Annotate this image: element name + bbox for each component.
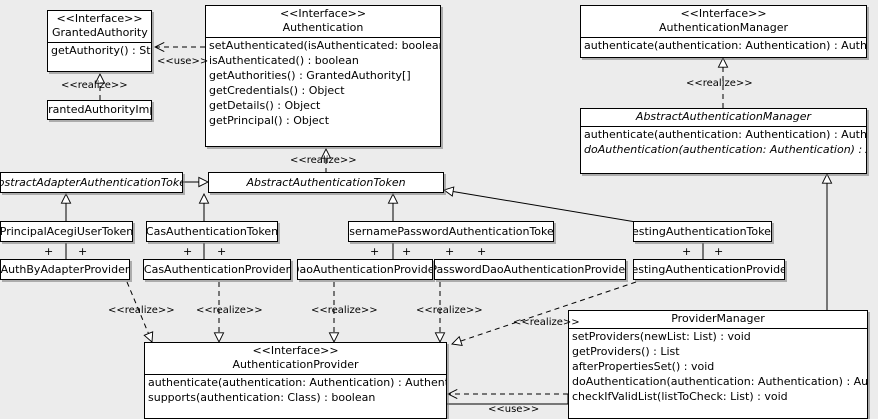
association-plus: +	[370, 245, 380, 258]
association-plus: +	[402, 245, 412, 258]
authentication-provider-operations: authenticate(authentication: Authenticat…	[145, 375, 446, 405]
abstract-authentication-manager-header: AbstractAuthenticationManager	[581, 109, 866, 126]
authentication-header: <<Interface>> Authentication	[206, 6, 440, 37]
dao-authentication-provider-name: DaoAuthenticationProvider	[297, 262, 433, 276]
authentication-operations: setAuthenticated(isAuthenticated: boolea…	[206, 38, 440, 128]
authentication-manager-stereotype: <<Interface>>	[680, 7, 767, 20]
abstract-adapter-authentication-token-name: AbstractAdapterAuthenticationToken	[0, 175, 183, 189]
class-authentication-provider[interactable]: <<Interface>> AuthenticationProvider aut…	[144, 342, 447, 419]
edge-label-realize-granted-authority-impl: <<realize>>	[61, 80, 128, 91]
operation: setAuthenticated(isAuthenticated: boolea…	[209, 39, 440, 52]
class-username-password-authentication-token[interactable]: UsernamePasswordAuthenticationToken	[348, 221, 554, 242]
testing-authentication-provider-name: TestingAuthenticationProvider	[633, 262, 785, 276]
operation: authenticate(authentication: Authenticat…	[584, 128, 867, 141]
association-plus: +	[217, 245, 227, 258]
class-granted-authority[interactable]: <<Interface>> GrantedAuthority getAuthor…	[47, 10, 152, 72]
granted-authority-impl-name: GrantedAuthorityImpl	[48, 103, 151, 116]
authentication-manager-header: <<Interface>> AuthenticationManager	[581, 6, 866, 37]
operation: getCredentials() : Object	[209, 84, 345, 97]
operation: checkIfValidList(listToCheck: List) : vo…	[572, 390, 788, 403]
granted-authority-name: GrantedAuthority	[52, 26, 148, 39]
edge-label-realize-password-dao-provider: <<realize>>	[416, 305, 483, 316]
association-plus: +	[445, 245, 455, 258]
provider-manager-header: ProviderManager	[569, 311, 867, 328]
cas-authentication-provider-name: CasAuthenticationProvider	[143, 262, 291, 276]
operation: afterPropertiesSet() : void	[572, 360, 715, 373]
authentication-provider-header: <<Interface>> AuthenticationProvider	[145, 343, 446, 374]
abstract-authentication-token-name: AbstractAuthenticationToken	[246, 175, 406, 189]
testing-authentication-token-name: TestingAuthenticationToken	[633, 224, 772, 238]
edge-label-realize-dao-provider: <<realize>>	[311, 305, 378, 316]
abstract-authentication-manager-separator	[581, 126, 866, 127]
edge-label-use-granted-authority: <<use>>	[157, 56, 209, 67]
class-cas-authentication-provider[interactable]: CasAuthenticationProvider	[143, 259, 291, 280]
class-testing-authentication-provider[interactable]: TestingAuthenticationProvider	[633, 259, 785, 280]
class-cas-authentication-token[interactable]: CasAuthenticationToken	[146, 221, 278, 242]
operation: doAuthentication(authentication: Authent…	[572, 375, 868, 388]
principal-acegi-user-token-name: PrincipalAcegiUserToken	[0, 224, 133, 238]
provider-manager-separator	[569, 328, 867, 329]
class-authentication-manager[interactable]: <<Interface>> AuthenticationManager auth…	[580, 5, 867, 58]
association-plus: +	[682, 245, 692, 258]
authentication-provider-stereotype: <<Interface>>	[252, 344, 339, 357]
edge-label-realize-authentication-manager: <<realize>>	[686, 78, 753, 89]
class-abstract-authentication-token[interactable]: AbstractAuthenticationToken	[208, 172, 444, 193]
authentication-provider-name: AuthenticationProvider	[232, 358, 359, 371]
edge-label-use-provider-manager: <<use>>	[488, 404, 540, 415]
operation: getAuthorities() : GrantedAuthority[]	[209, 69, 411, 82]
granted-authority-operations: getAuthority() : String	[48, 43, 151, 58]
authentication-provider-separator	[145, 374, 446, 375]
class-authentication[interactable]: <<Interface>> Authentication setAuthenti…	[205, 5, 441, 147]
abstract-authentication-manager-operations: authenticate(authentication: Authenticat…	[581, 127, 866, 157]
class-dao-authentication-provider[interactable]: DaoAuthenticationProvider	[297, 259, 433, 280]
authentication-separator	[206, 37, 440, 38]
operation: getAuthority() : String	[51, 44, 151, 57]
association-plus: +	[714, 245, 724, 258]
operation: authenticate(authentication: Authenticat…	[148, 376, 447, 389]
authentication-manager-operations: authenticate(authentication: Authenticat…	[581, 38, 866, 53]
operation: getProviders() : List	[572, 345, 680, 358]
username-password-authentication-token-name: UsernamePasswordAuthenticationToken	[348, 224, 554, 238]
operation: getDetails() : Object	[209, 99, 321, 112]
edge-label-realize-cas-provider: <<realize>>	[196, 305, 263, 316]
association-plus: +	[477, 245, 487, 258]
cas-authentication-token-name: CasAuthenticationToken	[146, 224, 278, 238]
class-auth-by-adapter-provider[interactable]: AuthByAdapterProvider	[0, 259, 130, 280]
edge-label-realize-provider-manager: <<realize>>	[513, 317, 580, 328]
operation: authenticate(authentication: Authenticat…	[584, 39, 867, 52]
provider-manager-name: ProviderManager	[671, 312, 765, 325]
operation: supports(authentication: Class) : boolea…	[148, 391, 376, 404]
class-provider-manager[interactable]: ProviderManager setProviders(newList: Li…	[568, 310, 868, 419]
edge-label-realize-auth-by-adapter: <<realize>>	[108, 305, 175, 316]
operation: isAuthenticated() : boolean	[209, 54, 359, 67]
authentication-stereotype: <<Interface>>	[279, 7, 367, 20]
class-abstract-adapter-authentication-token[interactable]: AbstractAdapterAuthenticationToken	[0, 172, 183, 193]
class-granted-authority-impl[interactable]: GrantedAuthorityImpl	[47, 100, 152, 120]
edge-label-realize-authentication-token: <<realize>>	[290, 155, 357, 166]
granted-authority-separator	[48, 42, 151, 43]
operation: setProviders(newList: List) : void	[572, 330, 751, 343]
authentication-manager-separator	[581, 37, 866, 38]
operation: getPrincipal() : Object	[209, 114, 330, 127]
granted-authority-stereotype: <<Interface>>	[56, 12, 143, 25]
class-password-dao-authentication-provider[interactable]: PasswordDaoAuthenticationProvider	[434, 259, 626, 280]
authentication-manager-name: AuthenticationManager	[659, 21, 788, 34]
class-testing-authentication-token[interactable]: TestingAuthenticationToken	[633, 221, 772, 242]
password-dao-authentication-provider-name: PasswordDaoAuthenticationProvider	[434, 262, 626, 276]
operation: doAuthentication(authentication: Authent…	[584, 143, 866, 156]
provider-manager-operations: setProviders(newList: List) : void getPr…	[569, 329, 867, 404]
association-plus: +	[78, 245, 88, 258]
auth-by-adapter-provider-name: AuthByAdapterProvider	[0, 262, 130, 276]
class-principal-acegi-user-token[interactable]: PrincipalAcegiUserToken	[0, 221, 133, 242]
authentication-name: Authentication	[282, 21, 364, 34]
granted-authority-header: <<Interface>> GrantedAuthority	[48, 11, 151, 42]
association-plus: +	[44, 245, 54, 258]
class-abstract-authentication-manager[interactable]: AbstractAuthenticationManager authentica…	[580, 108, 867, 174]
abstract-authentication-manager-name: AbstractAuthenticationManager	[635, 110, 812, 123]
association-plus: +	[183, 245, 193, 258]
